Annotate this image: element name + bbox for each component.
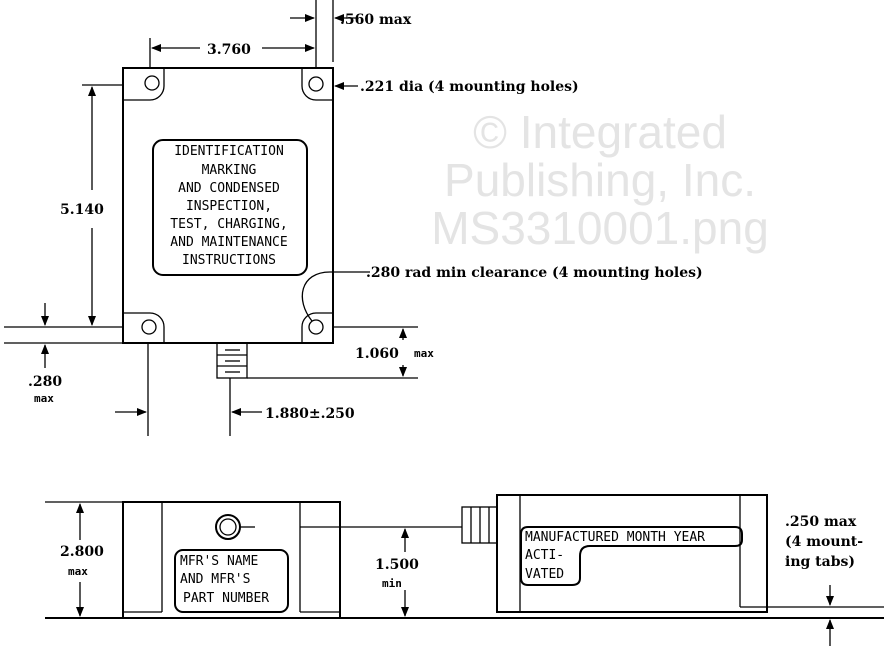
dim-tab-width: .560 max bbox=[340, 12, 412, 28]
dim-min-unit: min bbox=[382, 577, 402, 590]
label-line: AND MFR'S bbox=[180, 572, 250, 587]
watermark: © Integrated Publishing, Inc. MS3310001.… bbox=[431, 106, 769, 254]
label-line: INSPECTION, bbox=[186, 199, 272, 214]
mounting-hole bbox=[144, 75, 160, 91]
dim-height: 5.140 bbox=[60, 202, 104, 218]
corner-tab bbox=[123, 68, 165, 101]
watermark-line: Publishing, Inc. bbox=[444, 154, 756, 206]
label-line: MARKING bbox=[202, 163, 257, 178]
identification-label-plate bbox=[152, 139, 308, 276]
tab-note-line: ing tabs) bbox=[785, 554, 855, 570]
clearance-leader bbox=[301, 271, 370, 322]
watermark-line: MS3310001.png bbox=[431, 202, 769, 254]
dim-clearance: .280 rad min clearance (4 mounting holes… bbox=[366, 265, 703, 281]
dim-side-height-unit: max bbox=[68, 565, 88, 578]
manufactured-label-plate bbox=[520, 526, 743, 586]
corner-tab bbox=[301, 312, 333, 343]
label-line: AND CONDENSED bbox=[178, 181, 280, 196]
dim-tab-thickness-unit: max bbox=[34, 392, 54, 405]
dim-min: 1.500 bbox=[375, 557, 419, 573]
connector bbox=[216, 342, 248, 379]
dim-connector-height: 1.060 bbox=[355, 346, 399, 362]
label-line: IDENTIFICATION bbox=[174, 144, 284, 159]
side-view-right bbox=[496, 494, 768, 613]
top-view: IDENTIFICATION MARKING AND CONDENSED INS… bbox=[4, 0, 703, 436]
side-view-left bbox=[122, 501, 341, 619]
label-line: MFR'S NAME bbox=[180, 554, 258, 569]
label-line: INSTRUCTIONS bbox=[182, 253, 276, 268]
corner-tab bbox=[123, 312, 165, 343]
identification-label-text: IDENTIFICATION MARKING AND CONDENSED INS… bbox=[170, 144, 287, 268]
mfr-label-plate bbox=[174, 549, 289, 613]
label-line: VATED bbox=[525, 567, 564, 582]
dim-tab-thickness: .280 bbox=[28, 374, 62, 390]
dim-hole-dia: .221 dia (4 mounting holes) bbox=[360, 79, 579, 95]
mounting-hole bbox=[141, 319, 157, 335]
watermark-line: © Integrated bbox=[473, 106, 727, 158]
label-line: TEST, CHARGING, bbox=[170, 217, 287, 232]
tab-note-line: .250 max bbox=[785, 514, 857, 530]
dim-connector-height-unit: max bbox=[414, 347, 434, 360]
tab-note-line: (4 mount- bbox=[785, 534, 863, 550]
label-line: PART NUMBER bbox=[183, 591, 269, 606]
dim-connector-offset: 1.880±.250 bbox=[265, 406, 355, 422]
corner-tab bbox=[301, 68, 333, 101]
label-line: AND MAINTENANCE bbox=[170, 235, 287, 250]
dim-width: 3.760 bbox=[207, 42, 251, 58]
dim-side-height: 2.800 bbox=[60, 544, 104, 560]
label-line: MANUFACTURED MONTH YEAR bbox=[525, 530, 705, 545]
mounting-hole bbox=[308, 319, 324, 335]
label-line: ACTI- bbox=[525, 548, 564, 563]
side-views: MFR'S NAME AND MFR'S PART NUMBER 2.800 m… bbox=[45, 494, 884, 646]
mounting-hole bbox=[308, 76, 324, 92]
